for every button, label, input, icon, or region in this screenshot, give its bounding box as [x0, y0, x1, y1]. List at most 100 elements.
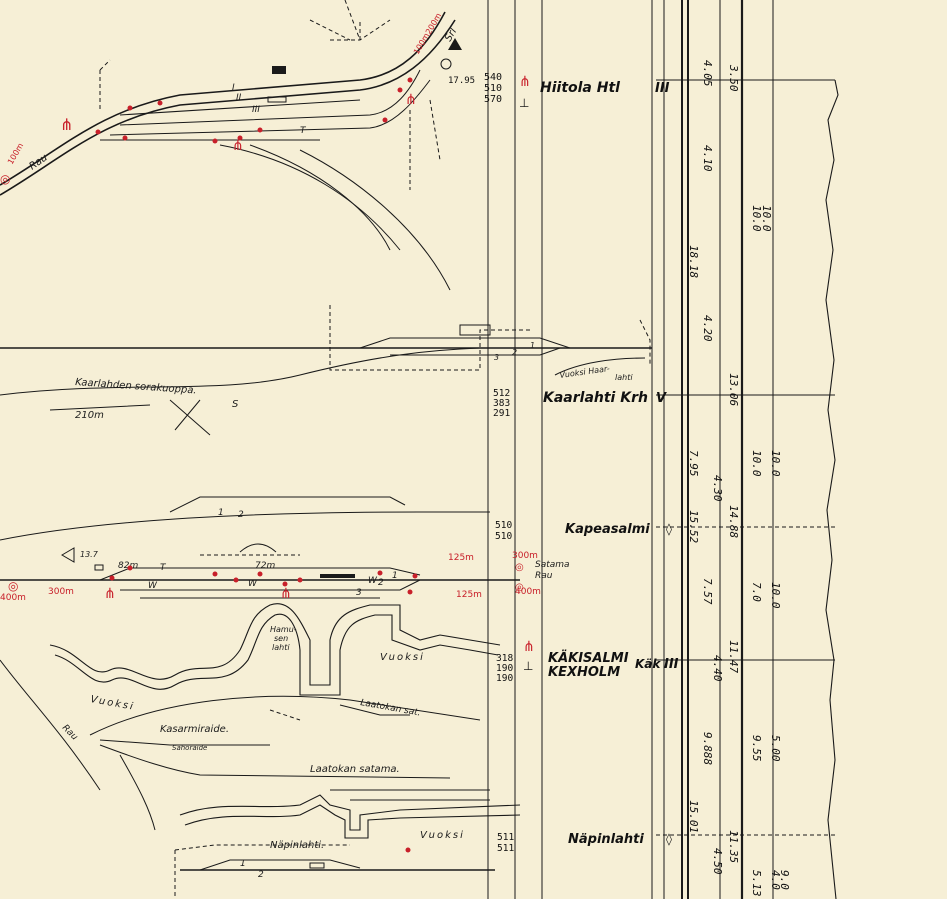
profile-value: 15.01	[687, 800, 700, 833]
profile-value: 4.05	[701, 60, 714, 87]
signal-dots	[109, 565, 418, 595]
track-label: I	[232, 83, 235, 93]
elevation: 190	[496, 663, 513, 674]
place-label: Rau	[60, 723, 80, 743]
distance-label: 125m	[448, 553, 474, 563]
profile-value: 10.0	[760, 205, 773, 232]
track-label: T	[300, 126, 307, 136]
station-name: KÄKISALMI	[548, 650, 629, 666]
station-name: Kapeasalmi	[565, 522, 650, 537]
station-kapeasalmi: Kapeasalmi ◊ 510 510	[495, 520, 672, 542]
station-class: III	[655, 81, 670, 96]
distance-label: 400m	[515, 587, 541, 597]
distance-label: 300m	[48, 587, 74, 597]
signal-icon: ⋔	[519, 74, 531, 90]
elevation: 383	[493, 398, 510, 409]
profile-value: 9.55	[750, 735, 763, 762]
profile-value: 18.18	[687, 245, 700, 278]
track-label: 2	[258, 870, 264, 880]
place-label: lahti	[272, 643, 290, 652]
track-label: II	[236, 93, 242, 103]
place-label: Hamu-	[270, 625, 297, 634]
triangle-marker-icon	[61, 547, 75, 563]
profile-value: 4.40	[711, 655, 724, 682]
building-icon	[272, 66, 286, 74]
station-hiitola: Hiitola Htl III 540 510 570 ⋔ ⊥	[484, 72, 670, 110]
profile-value: 10.0	[769, 450, 782, 477]
place-label: Näpinlahti.	[270, 840, 324, 851]
profile-value: 4.20	[701, 315, 714, 342]
profile-value: 4.0	[769, 870, 782, 890]
place-label: lahti	[615, 373, 633, 382]
profile-value: 4.10	[701, 145, 714, 172]
signal-icon: ◎	[515, 562, 524, 573]
station-name: Hiitola Htl	[540, 80, 620, 96]
station-class: III	[664, 657, 679, 672]
place-label: Vuoksi Haar-	[559, 364, 610, 380]
profile-value: 13.06	[727, 373, 740, 406]
station-napinlahti: Näpinlahti ◊ 511 511	[497, 832, 672, 854]
profile-value: 3.50	[727, 64, 740, 92]
track-label: 3	[356, 588, 362, 598]
station-abbr: Käk	[635, 657, 661, 671]
track-label: 1	[392, 571, 398, 581]
track-label: S	[232, 399, 239, 410]
signal-icon: ⋔	[523, 639, 535, 655]
track-label: 2	[378, 578, 384, 588]
distance-label: 210m	[75, 410, 104, 421]
signal-icon: ◎	[515, 582, 524, 593]
profile-value: 9.888	[701, 732, 714, 765]
station-name: Kaarlahti Krh	[543, 390, 648, 406]
elevation: 318	[496, 653, 513, 664]
place-label: Srl	[443, 26, 459, 43]
signal-icon: ⋔	[280, 586, 292, 602]
signal-icon: ⋔	[104, 586, 116, 602]
place-label: sen	[274, 634, 288, 643]
profile-value: 10.0	[769, 582, 782, 609]
track-label: 2	[238, 510, 244, 520]
signal-icon: ⋔	[405, 92, 417, 108]
track-label: 1	[240, 859, 246, 869]
elevation: 190	[496, 673, 513, 684]
profile-value: 10.0	[750, 450, 763, 477]
track-label: W	[248, 579, 258, 589]
track-label: 1	[530, 341, 535, 350]
signal-icon: ◎	[0, 172, 10, 186]
signal-icon: ⋔	[60, 115, 73, 134]
distance-label: 300m	[512, 551, 538, 561]
distance-label: 125m	[456, 590, 482, 600]
profile-grid	[487, 0, 839, 899]
elevation: 540	[484, 72, 502, 83]
distance-label: 17.95	[448, 76, 475, 86]
signal-box-icon: ◊	[666, 522, 672, 536]
profile-value: 4.50	[711, 848, 724, 875]
elevation: 510	[484, 83, 502, 94]
profile-value: 10.0	[750, 205, 763, 232]
profile-value: 7.95	[687, 450, 700, 477]
station-name: Näpinlahti	[568, 832, 644, 847]
profile-value: 15.52	[687, 510, 700, 543]
track-label: W	[368, 576, 378, 586]
profile-value: 5.13	[750, 870, 763, 897]
signal-dots	[95, 77, 413, 144]
stop-icon: ⊥	[523, 659, 533, 673]
signal-box-icon: ◊	[666, 832, 672, 846]
elevation: 510	[495, 520, 512, 531]
hiitola-yard: I II III T 17.95 Srl Rau 100m 200m 100m …	[0, 0, 475, 291]
place-label: Vuoksi	[380, 652, 425, 663]
station-kakisalmi: KÄKISALMI KEXHOLM Käk III 318 190 190 ⋔ …	[496, 639, 679, 684]
place-label: Satama	[535, 560, 570, 570]
elevation: 512	[493, 388, 510, 399]
profile-values: 18.18 7.95 15.52 7.57 9.888 15.01 4.05 4…	[687, 60, 791, 897]
kaarlahti-yard: Kaarlahden sorakuoppa. 210m S 1 2 3 Vuok…	[0, 305, 652, 436]
stop-icon: ⊥	[519, 96, 529, 110]
place-label: Rau	[535, 571, 553, 581]
place-label: Kasarmiraide.	[160, 724, 229, 735]
harbour-sidings: Kasarmiraide. Sahoraide Laatokan sat. La…	[0, 659, 481, 831]
station-kaarlahti: Kaarlahti Krh V 512 383 291	[493, 388, 667, 419]
track-label: T	[160, 563, 167, 573]
profile-value: 7.57	[701, 578, 714, 605]
signal-icon: ⋔	[232, 138, 244, 154]
profile-value: 5.00	[769, 735, 782, 762]
